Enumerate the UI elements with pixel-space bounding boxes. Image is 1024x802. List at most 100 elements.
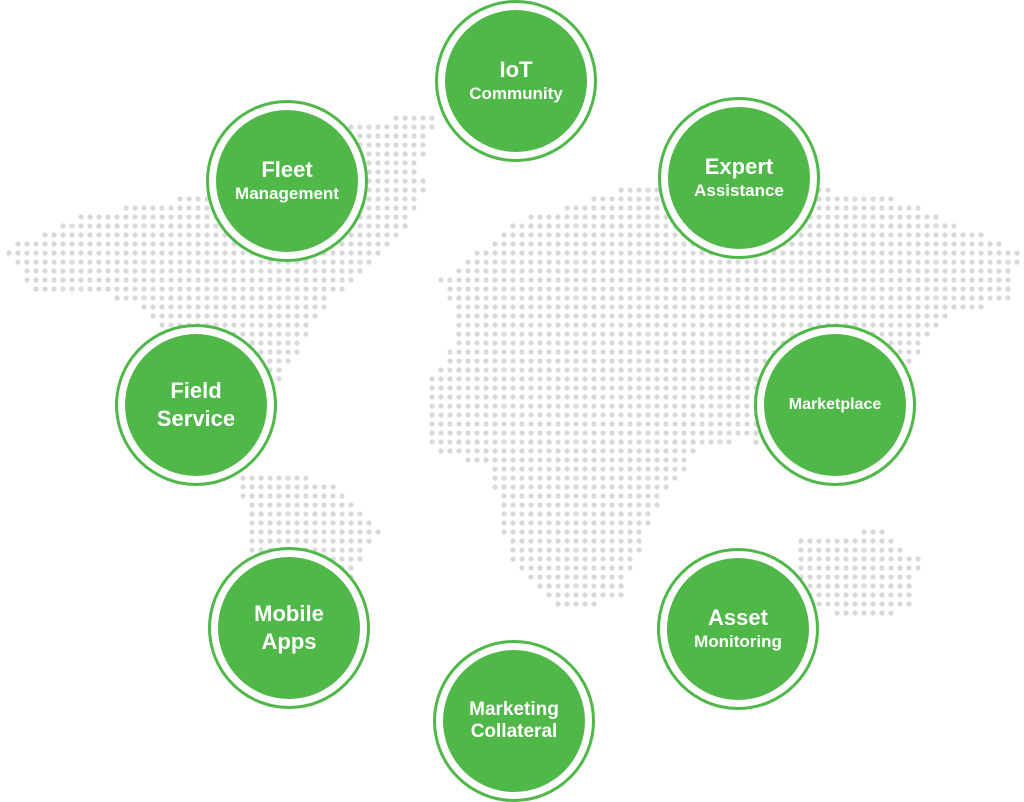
map-dot <box>627 403 633 409</box>
map-dot <box>582 475 588 481</box>
map-dot <box>915 349 921 355</box>
map-dot <box>483 376 489 382</box>
map-dot <box>528 538 534 544</box>
map-dot <box>393 160 399 166</box>
map-dot <box>789 241 795 247</box>
map-dot <box>528 529 534 535</box>
map-dot <box>375 214 381 220</box>
map-dot <box>654 484 660 490</box>
map-dot <box>888 241 894 247</box>
map-dot <box>267 538 273 544</box>
map-dot <box>537 322 543 328</box>
node-marketplace[interactable]: Marketplace <box>754 324 916 486</box>
map-dot <box>582 241 588 247</box>
map-dot <box>564 241 570 247</box>
map-dot <box>924 214 930 220</box>
map-dot <box>537 214 543 220</box>
map-dot <box>366 196 372 202</box>
map-dot <box>600 322 606 328</box>
map-dot <box>717 277 723 283</box>
map-dot <box>447 430 453 436</box>
map-dot <box>303 538 309 544</box>
map-dot <box>609 493 615 499</box>
map-dot <box>537 250 543 256</box>
map-dot <box>483 412 489 418</box>
map-dot <box>582 367 588 373</box>
map-dot <box>492 421 498 427</box>
map-dot <box>564 529 570 535</box>
map-dot <box>816 223 822 229</box>
map-dot <box>735 295 741 301</box>
map-dot <box>528 403 534 409</box>
map-dot <box>474 439 480 445</box>
map-dot <box>267 520 273 526</box>
map-dot <box>807 574 813 580</box>
node-subtitle: Monitoring <box>694 632 782 651</box>
map-dot <box>627 412 633 418</box>
map-dot <box>24 241 30 247</box>
map-dot <box>861 538 867 544</box>
map-dot <box>627 313 633 319</box>
map-dot <box>384 205 390 211</box>
map-dot <box>330 250 336 256</box>
map-dot <box>942 259 948 265</box>
map-dot <box>663 358 669 364</box>
map-dot <box>240 313 246 319</box>
map-dot <box>951 259 957 265</box>
map-dot <box>771 313 777 319</box>
map-dot <box>339 277 345 283</box>
map-dot <box>546 313 552 319</box>
map-dot <box>852 556 858 562</box>
map-dot <box>348 277 354 283</box>
map-dot <box>618 304 624 310</box>
map-dot <box>690 448 696 454</box>
map-dot <box>591 574 597 580</box>
map-dot <box>537 529 543 535</box>
map-dot <box>141 241 147 247</box>
map-dot <box>195 277 201 283</box>
map-dot <box>501 385 507 391</box>
map-dot <box>582 466 588 472</box>
map-dot <box>672 466 678 472</box>
map-dot <box>96 259 102 265</box>
map-dot <box>51 259 57 265</box>
map-dot <box>285 511 291 517</box>
map-dot <box>924 250 930 256</box>
map-dot <box>447 421 453 427</box>
map-dot <box>609 367 615 373</box>
map-dot <box>168 277 174 283</box>
map-dot <box>510 493 516 499</box>
map-dot <box>393 178 399 184</box>
map-dot <box>735 259 741 265</box>
map-dot <box>258 331 264 337</box>
map-dot <box>447 376 453 382</box>
map-dot <box>465 367 471 373</box>
map-dot <box>654 367 660 373</box>
map-dot <box>393 196 399 202</box>
map-dot <box>618 520 624 526</box>
map-dot <box>636 250 642 256</box>
map-dot <box>582 259 588 265</box>
map-dot <box>600 529 606 535</box>
map-dot <box>708 259 714 265</box>
map-dot <box>879 331 885 337</box>
map-dot <box>438 448 444 454</box>
map-dot <box>645 493 651 499</box>
map-dot <box>168 259 174 265</box>
map-dot <box>564 376 570 382</box>
map-dot <box>141 268 147 274</box>
map-dot <box>618 592 624 598</box>
map-dot <box>825 583 831 589</box>
map-dot <box>816 277 822 283</box>
map-dot <box>159 232 165 238</box>
map-dot <box>843 556 849 562</box>
map-dot <box>123 205 129 211</box>
map-dot <box>843 304 849 310</box>
